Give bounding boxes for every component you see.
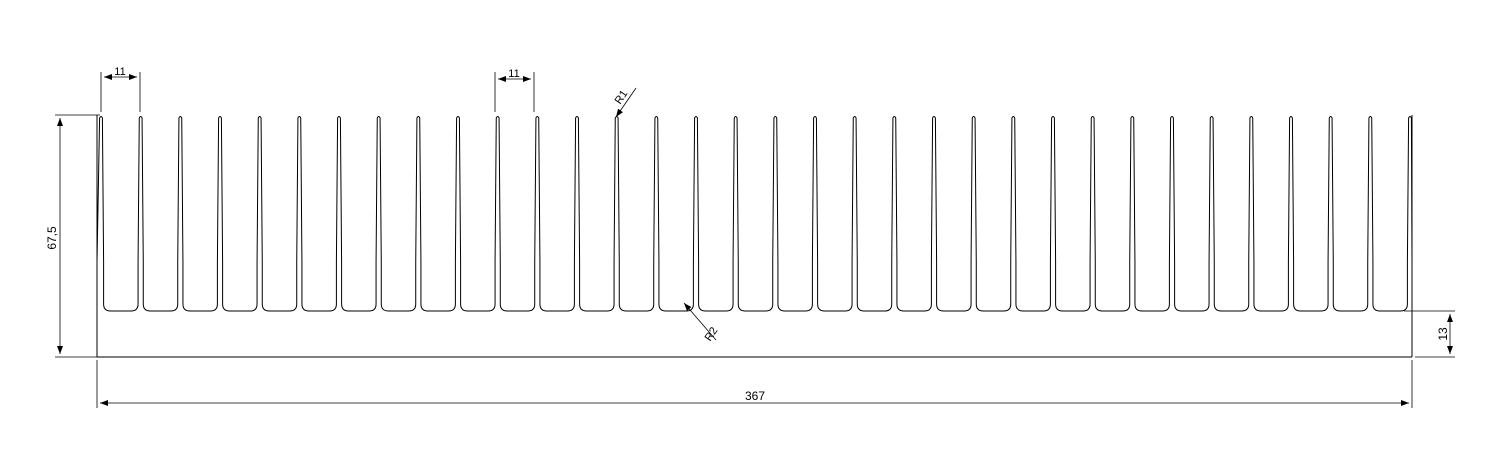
dimension-fin-pitch-left: 11 (100, 66, 141, 112)
dimension-fin-pitch-mid: 11 (494, 68, 535, 112)
dimension-fin-pitch-left-label: 11 (114, 66, 125, 78)
dimension-tip-radius-label: R1 (613, 88, 631, 106)
dimension-overall-width: 367 (96, 360, 1413, 408)
dimension-root-radius: R2 (683, 302, 720, 344)
dimension-overall-width-label: 367 (745, 389, 765, 403)
heatsink-profile-outline (96, 116, 1413, 312)
dimension-base-thickness: 13 (1404, 310, 1455, 358)
dimension-fin-pitch-mid-label: 11 (508, 68, 519, 80)
dimension-overall-height: 67,5 (45, 114, 100, 358)
dimension-overall-height-label: 67,5 (45, 226, 59, 250)
dimension-base-thickness-label: 13 (1436, 327, 1450, 341)
dimension-tip-radius: R1 (613, 87, 637, 118)
